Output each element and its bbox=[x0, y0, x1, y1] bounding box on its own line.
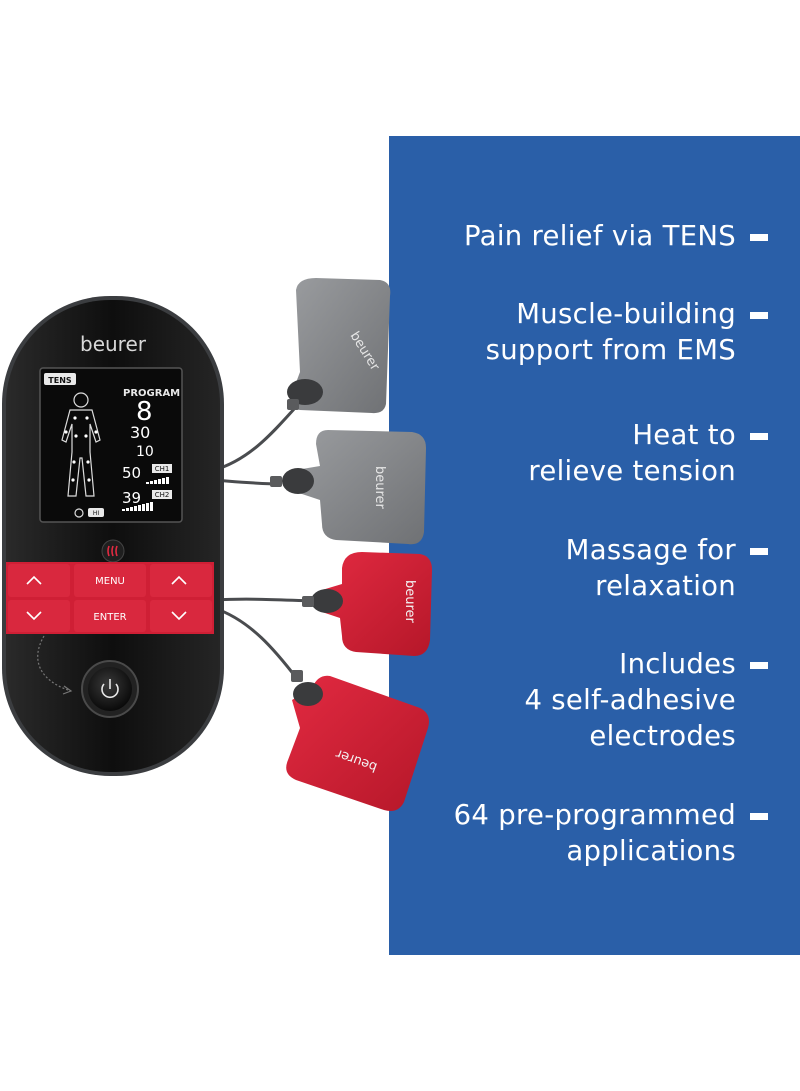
feature-panel bbox=[389, 136, 800, 955]
feature-line: 64 pre-programmed bbox=[453, 799, 736, 831]
channel1-down-button[interactable] bbox=[8, 600, 70, 632]
device-brand: beurer bbox=[80, 332, 147, 356]
chevron-down-icon bbox=[26, 611, 42, 621]
lcd-ch2-label: CH2 bbox=[155, 491, 170, 499]
channel2-up-button[interactable] bbox=[150, 564, 212, 597]
lcd-heat-label: HI bbox=[93, 510, 100, 517]
lcd-program-label: PROGRAM bbox=[123, 388, 180, 399]
electrode-brand: beurer bbox=[402, 580, 417, 624]
enter-label: ENTER bbox=[93, 612, 126, 623]
feature-electrodes: Includes 4 self-adhesive electrodes bbox=[524, 646, 768, 754]
keypad: MENU ENTER bbox=[6, 562, 214, 634]
feature-line: 4 self-adhesive bbox=[524, 684, 736, 716]
bullet-dash bbox=[750, 312, 768, 319]
electrode-gray-2: beurer bbox=[270, 430, 426, 545]
bullet-dash bbox=[750, 662, 768, 669]
chevron-down-icon bbox=[171, 611, 187, 621]
bullet-dash bbox=[750, 813, 768, 820]
electrode-brand: beurer bbox=[372, 466, 387, 510]
feature-line: relieve tension bbox=[528, 455, 736, 487]
bullet-dash bbox=[750, 548, 768, 555]
feature-heat: Heat to relieve tension bbox=[528, 417, 768, 489]
feature-line: electrodes bbox=[589, 720, 736, 752]
electrode-red-1: beurer bbox=[302, 552, 432, 656]
chevron-up-icon bbox=[26, 575, 42, 585]
feature-line: support from EMS bbox=[485, 334, 736, 366]
power-icon bbox=[101, 679, 119, 699]
feature-line: Massage for bbox=[565, 534, 736, 566]
feature-line: Muscle-building bbox=[516, 298, 736, 330]
feature-line: Pain relief via TENS bbox=[464, 220, 736, 252]
lcd-body-points bbox=[64, 416, 98, 482]
lcd-intensity-bars bbox=[122, 477, 169, 511]
arrow-hint bbox=[37, 635, 69, 691]
electrode-connector bbox=[282, 468, 314, 494]
lcd-mode-label: TENS bbox=[48, 376, 72, 385]
enter-button[interactable] bbox=[74, 600, 146, 632]
heat-flame-icon bbox=[107, 545, 118, 557]
feature-line: relaxation bbox=[595, 570, 736, 602]
tens-device: beurer TENS PROGRAM 8 30 10 50 CH1 39 CH… bbox=[2, 296, 224, 776]
feature-programs: 64 pre-programmed applications bbox=[453, 797, 768, 869]
feature-line: Includes bbox=[619, 648, 736, 680]
heat-icon bbox=[74, 508, 84, 518]
menu-button[interactable] bbox=[74, 564, 146, 597]
chevron-up-icon bbox=[171, 575, 187, 585]
channel1-up-button[interactable] bbox=[8, 564, 70, 597]
cable bbox=[213, 597, 313, 603]
lcd-body-figure bbox=[61, 392, 101, 497]
electrode-connector bbox=[311, 589, 343, 613]
cables bbox=[213, 406, 313, 681]
electrode-gray-1: beurer bbox=[287, 278, 391, 414]
feature-line: applications bbox=[566, 835, 736, 867]
feature-line: Heat to bbox=[632, 419, 736, 451]
lcd-minutes: 30 bbox=[130, 423, 150, 442]
electrode-connector bbox=[287, 379, 323, 405]
feature-massage: Massage for relaxation bbox=[565, 532, 768, 604]
cable bbox=[213, 406, 297, 472]
cable bbox=[213, 606, 300, 681]
lcd-seconds: 10 bbox=[136, 444, 154, 460]
lcd-ch1-value: 50 bbox=[122, 464, 141, 482]
feature-tens: Pain relief via TENS bbox=[464, 218, 768, 254]
lcd-ch1-label: CH1 bbox=[155, 465, 170, 473]
feature-ems: Muscle-building support from EMS bbox=[485, 296, 768, 368]
bullet-dash bbox=[750, 433, 768, 440]
electrode-connector bbox=[293, 682, 323, 706]
bullet-dash bbox=[750, 234, 768, 241]
heat-button[interactable] bbox=[101, 539, 125, 563]
lcd-program-number: 8 bbox=[136, 397, 153, 427]
menu-label: MENU bbox=[95, 576, 125, 587]
lcd-ch2-value: 39 bbox=[122, 489, 141, 507]
electrode-red-2: beurer bbox=[286, 670, 429, 811]
